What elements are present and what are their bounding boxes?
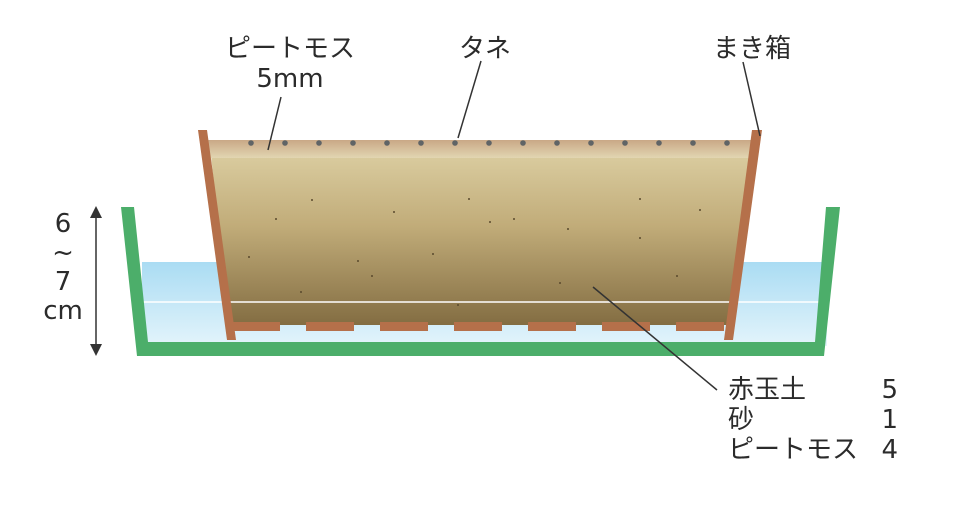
water-depth-label: 6 ~ 7 cm [28,210,98,326]
soil-mix-ratio: 5 [881,375,898,405]
soil-mix-name: ピートモス [728,435,859,465]
peat-moss-label: ピートモス 5mm [210,34,370,94]
soil-specks [248,198,701,306]
seeds [248,140,730,146]
soil-mix-name: 砂 [728,405,755,435]
soil-mix-row: 赤玉土 5 [728,375,898,405]
leader-lines [267,60,761,391]
box-left-wall [198,130,236,340]
soil-mix-layer [210,145,755,325]
soil-mix-name: 赤玉土 [728,375,807,405]
soil-mix-ratio: 4 [881,435,898,465]
peat-moss-depth-text: 5mm [256,64,324,94]
soil-mix-row: 砂 1 [728,405,898,435]
peat-moss-layer [208,140,757,158]
soil-mix-legend: 赤玉土 5 砂 1 ピートモス 4 [728,375,898,465]
water-depth-unit: cm [43,296,83,326]
water-depth-top: 6 [54,209,72,239]
water-depth-bottom: 7 [54,267,72,297]
height-arrow [90,206,102,356]
water-depth-tilde: ~ [52,238,74,268]
box-bottom-slats [232,322,724,331]
peat-moss-text: ピートモス [224,34,355,64]
box-label: まき箱 [712,34,791,64]
soil-mix-ratio: 1 [881,405,898,435]
soil-mix-row: ピートモス 4 [728,435,898,465]
box-right-wall [724,130,762,340]
seed-label: タネ [458,34,511,64]
